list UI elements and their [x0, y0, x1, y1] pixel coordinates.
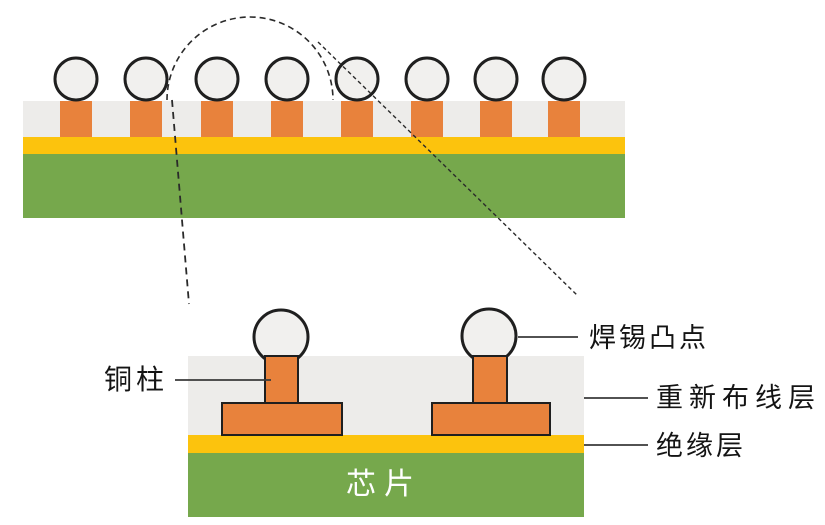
overview-solder-bump — [123, 56, 169, 102]
overview-copper-pillar — [341, 101, 373, 137]
overview-solder-bump — [334, 56, 380, 102]
magnifier-callout — [166, 16, 579, 305]
overview-copper-pillar — [60, 101, 92, 137]
chip-layer-label: 芯片 — [346, 468, 422, 501]
detail-copper-pillar — [472, 355, 508, 404]
overview-solder-bump — [473, 56, 519, 102]
overview-solder-bump — [541, 56, 587, 102]
detail-insulation-layer — [188, 435, 584, 453]
detail-copper-pad — [221, 402, 343, 436]
overview-copper-pillar — [411, 101, 443, 137]
overview-redistribution-layer — [23, 101, 625, 137]
overview-copper-pillar — [480, 101, 512, 137]
overview-cross-section — [23, 56, 625, 218]
overview-copper-pillar — [130, 101, 162, 137]
detail-chip-layer — [188, 453, 584, 517]
magnifier-projection-line-left — [171, 99, 190, 305]
overview-insulation-layer — [23, 137, 625, 154]
detail-cross-section: 芯片 — [188, 307, 584, 517]
overview-solder-bump — [194, 56, 240, 102]
overview-solder-bump — [264, 56, 310, 102]
magnifier-projection-line-right — [317, 41, 579, 297]
overview-copper-pillar — [201, 101, 233, 137]
solder-bump-label: 焊锡凸点 — [589, 323, 709, 353]
overview-solder-bump — [404, 56, 450, 102]
redistribution-layer-label: 重新布线层 — [656, 383, 821, 413]
insulation-layer-label: 绝缘层 — [656, 431, 746, 461]
overview-copper-pillar — [271, 101, 303, 137]
overview-solder-bump — [53, 56, 99, 102]
annotations: 铜柱 焊锡凸点 重新布线层 绝缘层 — [104, 323, 821, 461]
copper-pillar-label: 铜柱 — [104, 364, 168, 396]
overview-copper-pillar — [548, 101, 580, 137]
magnifier-circle-icon — [166, 16, 334, 101]
detail-solder-bump — [460, 307, 518, 365]
overview-chip-layer — [23, 154, 625, 218]
detail-copper-pad — [431, 402, 551, 436]
